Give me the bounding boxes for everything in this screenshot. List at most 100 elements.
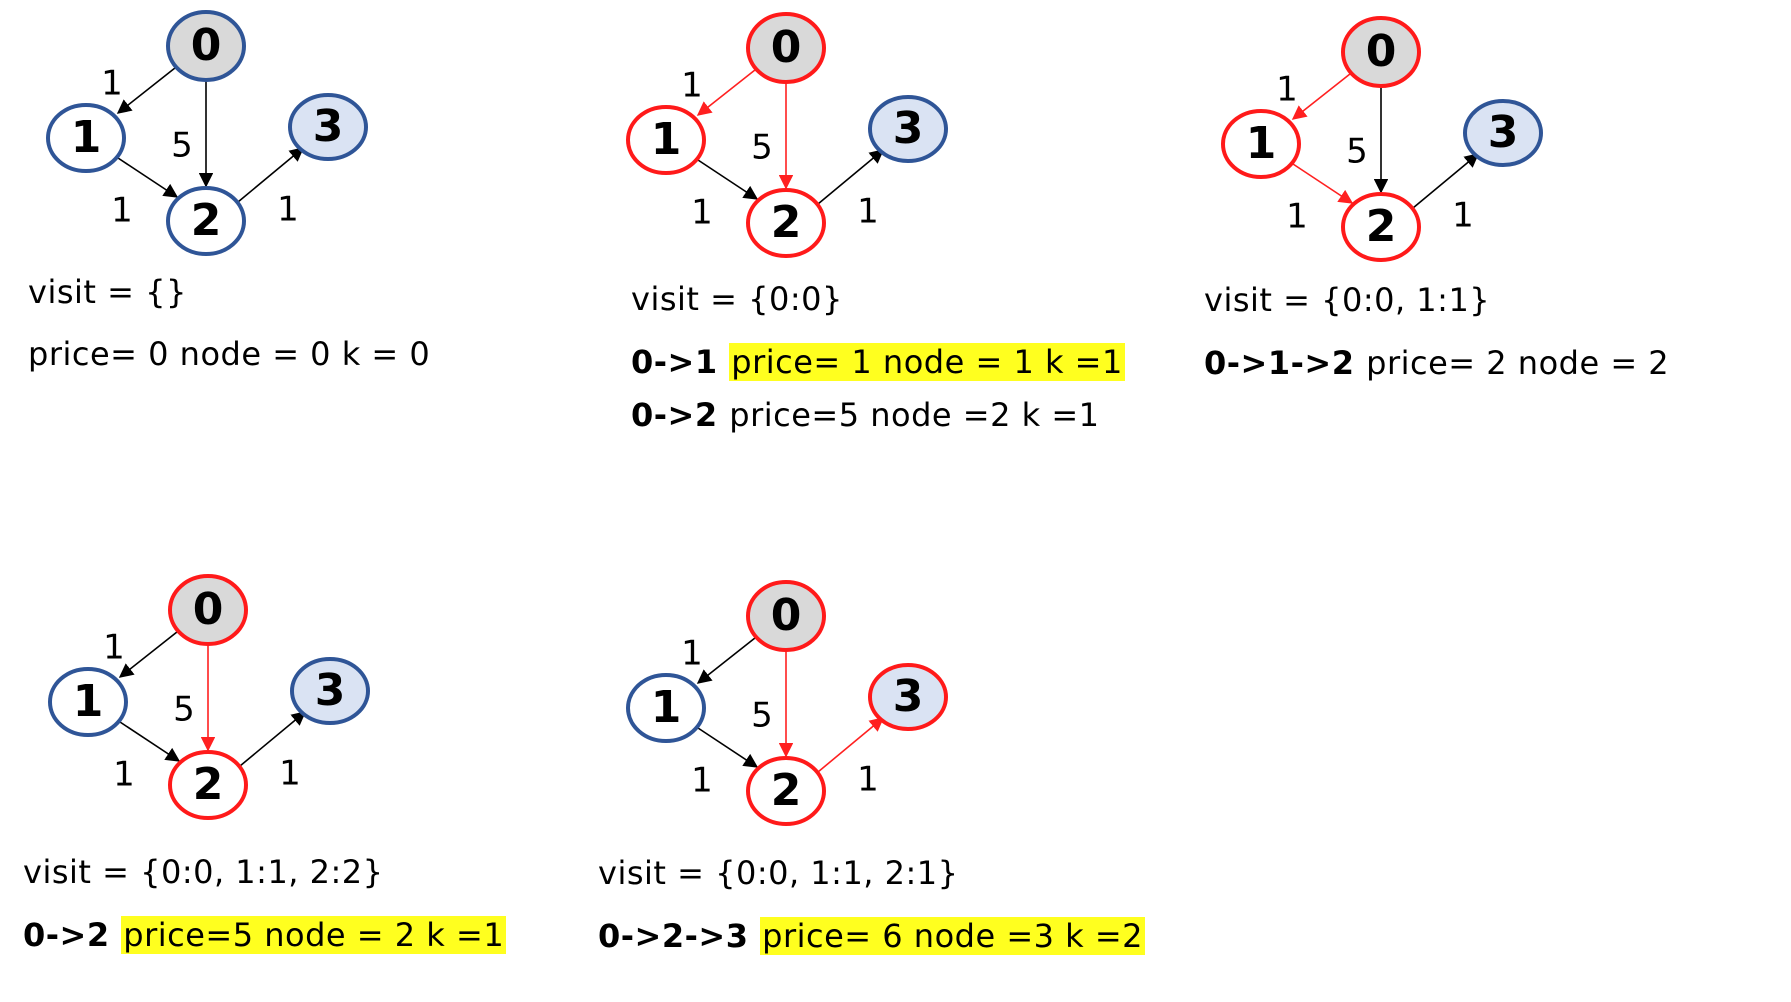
edge-2-3 [817, 149, 885, 205]
node-0-circle [1341, 16, 1421, 88]
node-0: 0 [746, 12, 826, 84]
node-3: 3 [288, 93, 368, 161]
visit-line-2: visit = {0:0} [631, 277, 843, 321]
path-text: 0->1->2 [1204, 344, 1367, 382]
line-text: visit = {0:0, 1:1, 2:2} [23, 853, 384, 891]
node-2-circle [168, 750, 248, 820]
line-text: visit = {0:0, 1:1} [1204, 281, 1491, 319]
node-2-label: 2 [191, 195, 222, 246]
edge-0-1 [118, 627, 183, 678]
edge-1-2 [697, 727, 759, 768]
path-text: 0->1 [631, 343, 730, 381]
edge-weight-label: 1 [103, 628, 125, 668]
node-1-label: 1 [1246, 118, 1277, 169]
node-2-circle [746, 756, 826, 826]
edge-weight-label: 5 [751, 128, 773, 168]
edge-weight-label: 1 [681, 66, 703, 106]
node-1: 1 [626, 673, 706, 743]
node-2-circle [1341, 192, 1421, 262]
state-line-5-1: 0->2->3 price= 6 node =3 k =2 [598, 914, 1146, 958]
node-1-circle [46, 103, 126, 173]
edge-weight-label: 5 [1346, 132, 1368, 172]
node-1: 1 [48, 667, 128, 737]
node-0-circle [168, 574, 248, 646]
node-3: 3 [868, 95, 948, 163]
state-line-4-1: 0->2 price=5 node = 2 k =1 [23, 913, 507, 957]
node-1-circle [48, 667, 128, 737]
edge-weight-label: 1 [1452, 196, 1474, 236]
node-3-circle [868, 663, 948, 731]
state-line-1-1: price= 0 node = 0 k = 0 [28, 332, 430, 376]
node-3: 3 [868, 663, 948, 731]
edge-weight-label: 5 [171, 126, 193, 166]
line-text: visit = {0:0} [631, 280, 843, 318]
edge-weight-label: 1 [101, 64, 123, 104]
node-3-circle [288, 93, 368, 161]
node-0: 0 [166, 10, 246, 82]
node-0-label: 0 [191, 20, 222, 71]
edge-0-1-active [696, 65, 761, 116]
node-2-label: 2 [771, 765, 802, 816]
node-1: 1 [626, 105, 706, 175]
node-3-label: 3 [893, 103, 924, 154]
highlighted-text: price=5 node = 2 k =1 [121, 916, 507, 954]
state-line-2-2: 0->2 price=5 node =2 k =1 [631, 393, 1100, 437]
node-2: 2 [168, 750, 248, 820]
edge-weight-label: 1 [691, 193, 713, 233]
node-2-label: 2 [771, 197, 802, 248]
edge-weight-label: 5 [751, 696, 773, 736]
highlighted-text: price= 6 node =3 k =2 [760, 917, 1146, 955]
visit-line-5: visit = {0:0, 1:1, 2:1} [598, 851, 959, 895]
node-0-label: 0 [1366, 26, 1397, 77]
edge-2-3-active [817, 717, 885, 773]
edge-weight-label: 1 [277, 190, 299, 230]
edge-2-3 [237, 147, 305, 203]
edge-2-3 [239, 711, 307, 767]
node-1-label: 1 [651, 114, 682, 165]
edge-weight-label: 1 [857, 192, 879, 232]
node-0: 0 [168, 574, 248, 646]
node-0-circle [746, 580, 826, 652]
node-3-circle [290, 657, 370, 725]
line-text: price= 2 node = 2 [1366, 344, 1670, 382]
node-2-label: 2 [1366, 201, 1397, 252]
node-1-circle [1221, 109, 1301, 179]
node-0-circle [746, 12, 826, 84]
node-1: 1 [1221, 109, 1301, 179]
node-3-label: 3 [315, 665, 346, 716]
node-0-label: 0 [193, 584, 224, 635]
node-2-circle [746, 188, 826, 258]
edge-weight-label: 1 [1286, 197, 1308, 237]
edge-weight-label: 1 [681, 634, 703, 674]
node-0-label: 0 [771, 590, 802, 641]
node-3-label: 3 [893, 671, 924, 722]
node-1-label: 1 [71, 112, 102, 163]
line-text: price=5 node =2 k =1 [729, 396, 1100, 434]
highlighted-text: price= 1 node = 1 k =1 [729, 343, 1125, 381]
edge-weight-label: 1 [857, 760, 879, 800]
line-text: price= 0 node = 0 k = 0 [28, 335, 431, 373]
node-1-label: 1 [73, 676, 104, 727]
edge-weight-label: 1 [279, 754, 301, 794]
node-0: 0 [1341, 16, 1421, 88]
node-3: 3 [290, 657, 370, 725]
edge-2-3 [1412, 153, 1480, 209]
node-1-circle [626, 105, 706, 175]
node-0-label: 0 [771, 22, 802, 73]
edge-1-2 [117, 157, 179, 198]
node-0: 0 [746, 580, 826, 652]
node-2: 2 [746, 188, 826, 258]
path-text: 0->2 [631, 396, 730, 434]
edge-1-2 [119, 721, 181, 762]
state-line-3-1: 0->1->2 price= 2 node = 2 [1204, 341, 1669, 385]
edge-1-2 [697, 159, 759, 200]
visit-line-1: visit = {} [28, 270, 187, 314]
node-1: 1 [46, 103, 126, 173]
visit-line-4: visit = {0:0, 1:1, 2:2} [23, 850, 384, 894]
node-2: 2 [746, 756, 826, 826]
node-0-circle [166, 10, 246, 82]
node-2: 2 [166, 186, 246, 256]
